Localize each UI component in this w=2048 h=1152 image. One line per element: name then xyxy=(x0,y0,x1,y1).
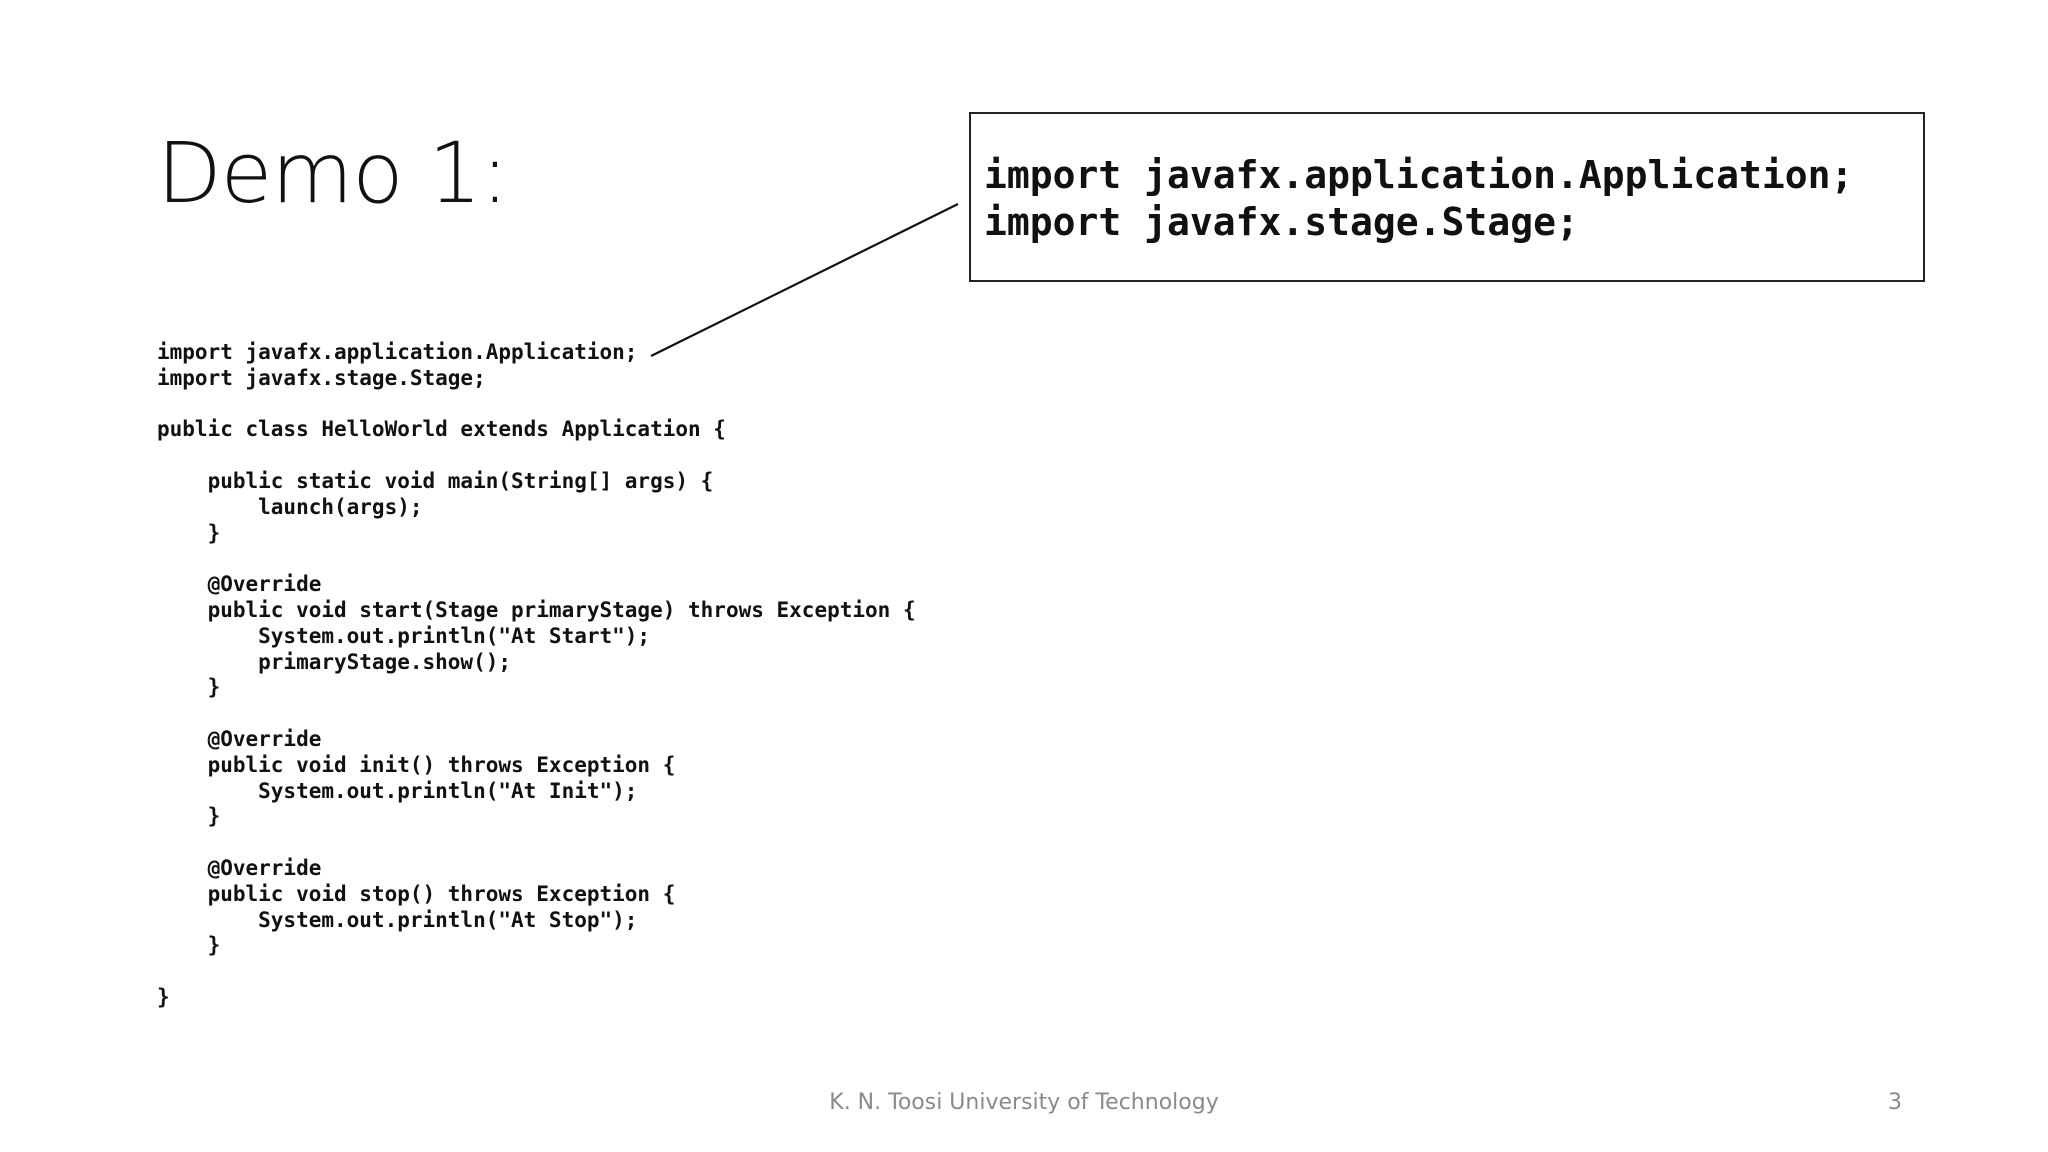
code-line: import javafx.application.Application; xyxy=(157,340,638,364)
callout-line: import javafx.stage.Stage; xyxy=(984,200,1579,244)
footer-institution: K. N. Toosi University of Technology xyxy=(829,1090,1219,1115)
code-line: System.out.println("At Start"); xyxy=(157,623,651,648)
code-line: public void start(Stage primaryStage) th… xyxy=(157,597,916,622)
code-line: public static void main(String[] args) { xyxy=(157,468,714,493)
callout-code: import javafx.application.Application; i… xyxy=(984,152,1853,246)
code-line: @Override xyxy=(157,726,322,751)
code-line: public void init() throws Exception { xyxy=(157,752,676,777)
slide-title: Demo 1: xyxy=(157,124,509,222)
code-line: } xyxy=(157,520,221,545)
code-line xyxy=(157,443,916,469)
code-line xyxy=(157,959,916,985)
code-block: import javafx.application.Application;im… xyxy=(157,340,916,1011)
code-line: } xyxy=(157,675,221,700)
code-line: System.out.println("At Stop"); xyxy=(157,907,638,932)
callout-line: import javafx.application.Application; xyxy=(984,153,1854,197)
code-line: @Override xyxy=(157,572,322,597)
code-line: } xyxy=(157,984,170,1009)
code-line: import javafx.stage.Stage; xyxy=(157,365,486,390)
code-line xyxy=(157,546,916,572)
code-line: } xyxy=(157,933,221,958)
code-line: public class HelloWorld extends Applicat… xyxy=(157,417,726,442)
code-line xyxy=(157,701,916,727)
page-number: 3 xyxy=(1888,1090,1902,1115)
code-line xyxy=(157,830,916,856)
code-line: System.out.println("At Init"); xyxy=(157,778,638,803)
code-line xyxy=(157,392,916,418)
code-line: } xyxy=(157,804,221,829)
connector-line xyxy=(650,203,959,357)
callout-box: import javafx.application.Application; i… xyxy=(969,112,1925,282)
code-line: primaryStage.show(); xyxy=(157,649,512,674)
code-line: @Override xyxy=(157,855,322,880)
code-line: launch(args); xyxy=(157,494,423,519)
code-line: public void stop() throws Exception { xyxy=(157,881,676,906)
